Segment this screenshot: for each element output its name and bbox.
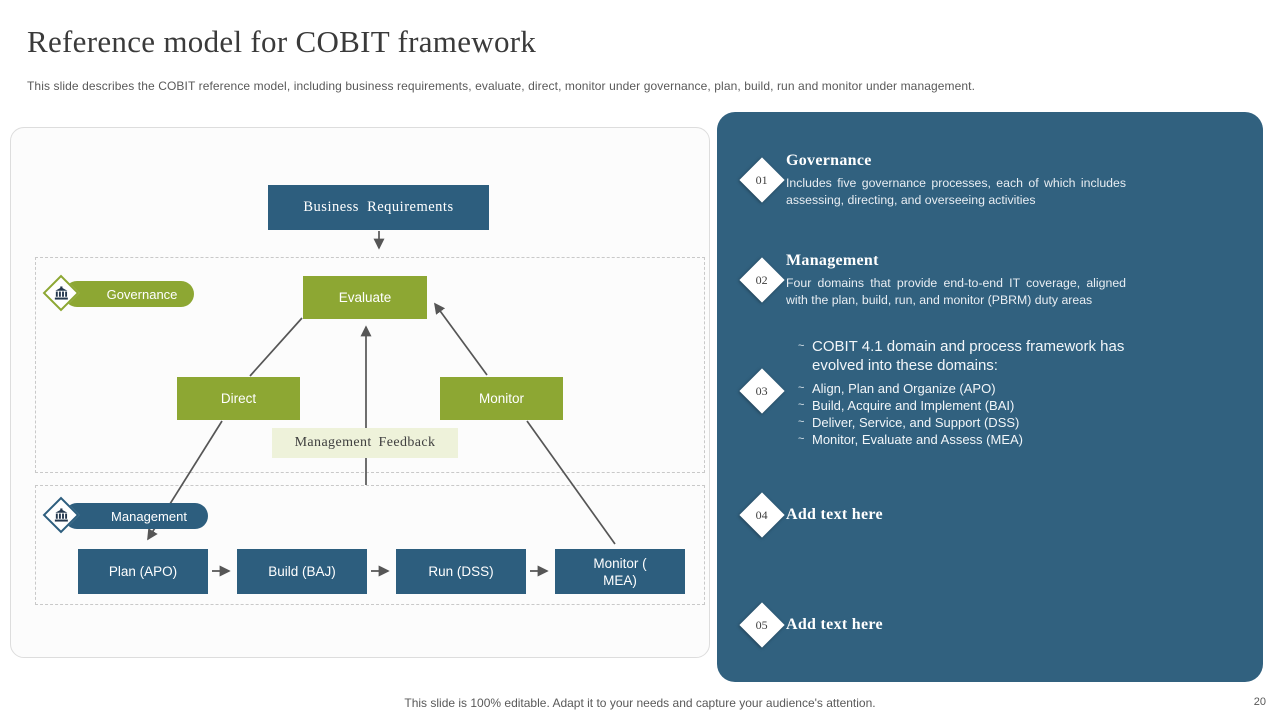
monitor-mea-box: Monitor ( MEA) bbox=[555, 549, 685, 594]
item-03-number: 03 bbox=[756, 383, 768, 398]
bullet-glyph: ~ bbox=[798, 416, 805, 428]
page-title: Reference model for COBIT framework bbox=[27, 24, 537, 59]
bullet-item-text: Build, Acquire and Implement (BAI) bbox=[812, 398, 1015, 413]
item-04-number: 04 bbox=[756, 507, 768, 522]
item-04-heading: Add text here bbox=[786, 506, 883, 523]
government-building-icon bbox=[54, 508, 68, 522]
bullet-item-text: Monitor, Evaluate and Assess (MEA) bbox=[812, 432, 1023, 447]
business-requirements-box: Business Requirements bbox=[268, 185, 489, 230]
item-04-diamond: 04 bbox=[739, 492, 785, 538]
monitor-mea-label: Monitor ( MEA) bbox=[593, 555, 647, 588]
bullet-item-text: Align, Plan and Organize (APO) bbox=[812, 381, 996, 396]
item-02-number: 02 bbox=[756, 272, 768, 287]
governance-section-outline bbox=[35, 257, 705, 473]
item-01-diamond: 01 bbox=[739, 157, 785, 203]
item-01-number: 01 bbox=[756, 172, 768, 187]
governance-diamond bbox=[42, 274, 80, 312]
item-05-heading: Add text here bbox=[786, 616, 883, 633]
government-building-icon bbox=[54, 286, 68, 300]
bullet-item: ~ Monitor, Evaluate and Assess (MEA) bbox=[798, 431, 1143, 448]
item-02-diamond: 02 bbox=[739, 257, 785, 303]
bullet-item-text: Deliver, Service, and Support (DSS) bbox=[812, 415, 1020, 430]
item-02-body: Four domains that provide end-to-end IT … bbox=[786, 276, 1126, 307]
build-baj-box: Build (BAJ) bbox=[237, 549, 367, 594]
management-section-outline bbox=[35, 485, 705, 605]
bullet-item: ~ Deliver, Service, and Support (DSS) bbox=[798, 414, 1143, 431]
item-05-number: 05 bbox=[756, 617, 768, 632]
bullet-item: ~ Align, Plan and Organize (APO) bbox=[798, 380, 1143, 397]
management-diamond bbox=[42, 496, 80, 534]
run-dss-box: Run (DSS) bbox=[396, 549, 526, 594]
page-number: 20 bbox=[1253, 696, 1266, 708]
bullet-glyph: ~ bbox=[798, 382, 805, 394]
item-01-heading: Governance bbox=[786, 152, 872, 169]
info-panel: 01 Governance Includes five governance p… bbox=[717, 112, 1263, 682]
plan-apo-box: Plan (APO) bbox=[78, 549, 208, 594]
item-01-body: Includes five governance processes, each… bbox=[786, 176, 1126, 207]
item-02-heading: Management bbox=[786, 252, 879, 269]
item-03-bullet-list: ~ COBIT 4.1 domain and process framework… bbox=[798, 338, 1143, 448]
bullet-lead: ~ COBIT 4.1 domain and process framework… bbox=[798, 338, 1143, 375]
evaluate-box: Evaluate bbox=[303, 276, 427, 319]
monitor-box: Monitor bbox=[440, 377, 563, 420]
bullet-glyph: ~ bbox=[798, 340, 805, 352]
bullet-item: ~ Build, Acquire and Implement (BAI) bbox=[798, 397, 1143, 414]
governance-pill: Governance bbox=[64, 281, 194, 307]
footer-note: This slide is 100% editable. Adapt it to… bbox=[404, 696, 876, 710]
direct-box: Direct bbox=[177, 377, 300, 420]
slide-description: This slide describes the COBIT reference… bbox=[27, 79, 976, 93]
bullet-glyph: ~ bbox=[798, 433, 805, 445]
management-pill: Management bbox=[64, 503, 208, 529]
item-03-diamond: 03 bbox=[739, 368, 785, 414]
bullet-lead-text: COBIT 4.1 domain and process framework h… bbox=[812, 338, 1125, 374]
item-05-diamond: 05 bbox=[739, 602, 785, 648]
management-feedback-box: Management Feedback bbox=[272, 428, 458, 458]
bullet-glyph: ~ bbox=[798, 399, 805, 411]
